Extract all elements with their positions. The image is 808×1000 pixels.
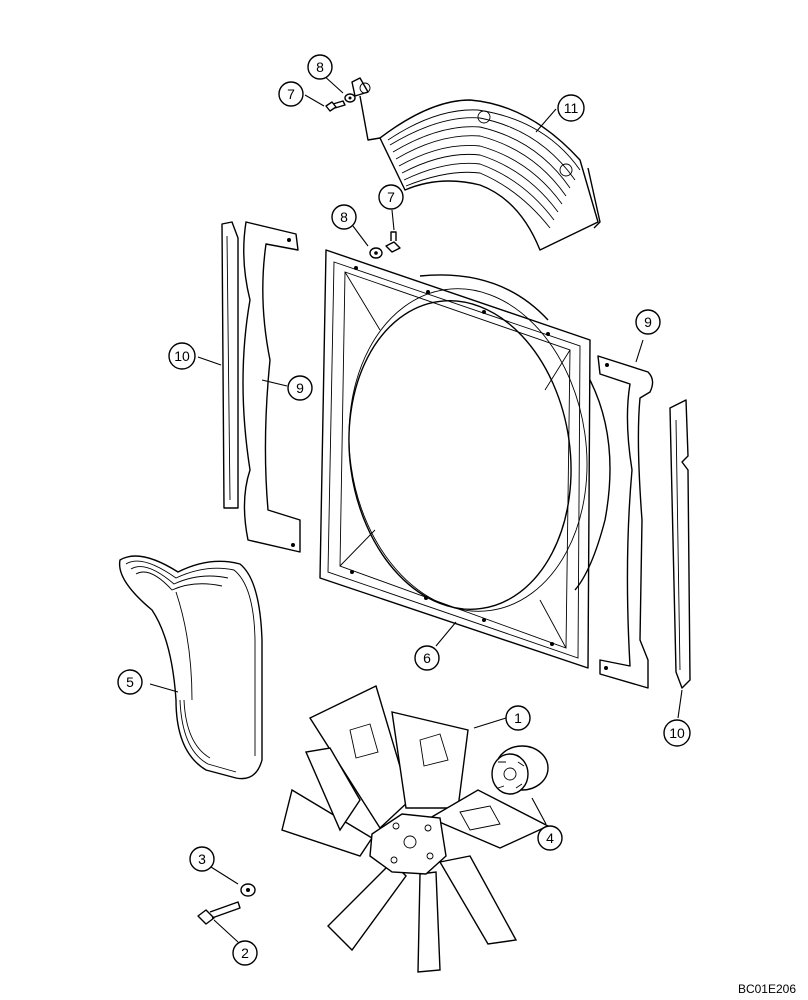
callout-7-top: 7: [278, 81, 304, 107]
callout-7-shroud: 7: [378, 184, 404, 210]
washer-bottom: [240, 883, 256, 897]
callout-9-left: 9: [287, 375, 313, 401]
leader-lines: [149, 73, 683, 943]
svg-text:2: 2: [241, 945, 249, 961]
bolt-shroud: [385, 231, 401, 253]
fan-shroud: [319, 249, 611, 669]
fan-guard: [351, 77, 601, 251]
washer-shroud: [369, 247, 383, 259]
callout-1: 1: [505, 705, 531, 731]
svg-text:4: 4: [546, 830, 554, 846]
callout-8-shroud: 8: [331, 204, 357, 230]
drive-belt: [118, 555, 263, 780]
svg-text:3: 3: [198, 851, 206, 867]
seal-strip-left: [221, 221, 239, 509]
capscrew-bottom: [197, 901, 241, 925]
svg-text:10: 10: [669, 725, 685, 741]
callout-10-right: 10: [663, 719, 691, 747]
svg-text:1: 1: [514, 710, 522, 726]
fan-spacer: [491, 745, 549, 795]
svg-text:9: 9: [644, 314, 652, 330]
gasket-left: [242, 221, 301, 553]
svg-text:8: 8: [340, 209, 348, 225]
seal-strip-right: [669, 399, 691, 689]
callout-10-left: 10: [168, 342, 196, 370]
callout-3: 3: [189, 846, 215, 872]
svg-text:10: 10: [174, 348, 190, 364]
callout-11: 11: [557, 94, 585, 122]
gasket-right: [597, 355, 654, 689]
svg-text:6: 6: [423, 650, 431, 666]
callout-2: 2: [232, 940, 258, 966]
callout-5: 5: [117, 669, 143, 695]
drawing-code: BC01E206: [737, 982, 796, 996]
svg-text:7: 7: [287, 86, 295, 102]
cooling-fan: [281, 685, 550, 973]
svg-text:9: 9: [296, 380, 304, 396]
svg-text:7: 7: [387, 189, 395, 205]
callout-4: 4: [537, 825, 563, 851]
bolt-top: [325, 100, 346, 112]
callout-9-right: 9: [635, 309, 661, 335]
svg-text:5: 5: [126, 674, 134, 690]
callout-8-top: 8: [307, 54, 333, 80]
callout-6: 6: [414, 645, 440, 671]
washer-top: [344, 93, 356, 103]
svg-text:8: 8: [316, 59, 324, 75]
svg-text:11: 11: [564, 100, 579, 116]
